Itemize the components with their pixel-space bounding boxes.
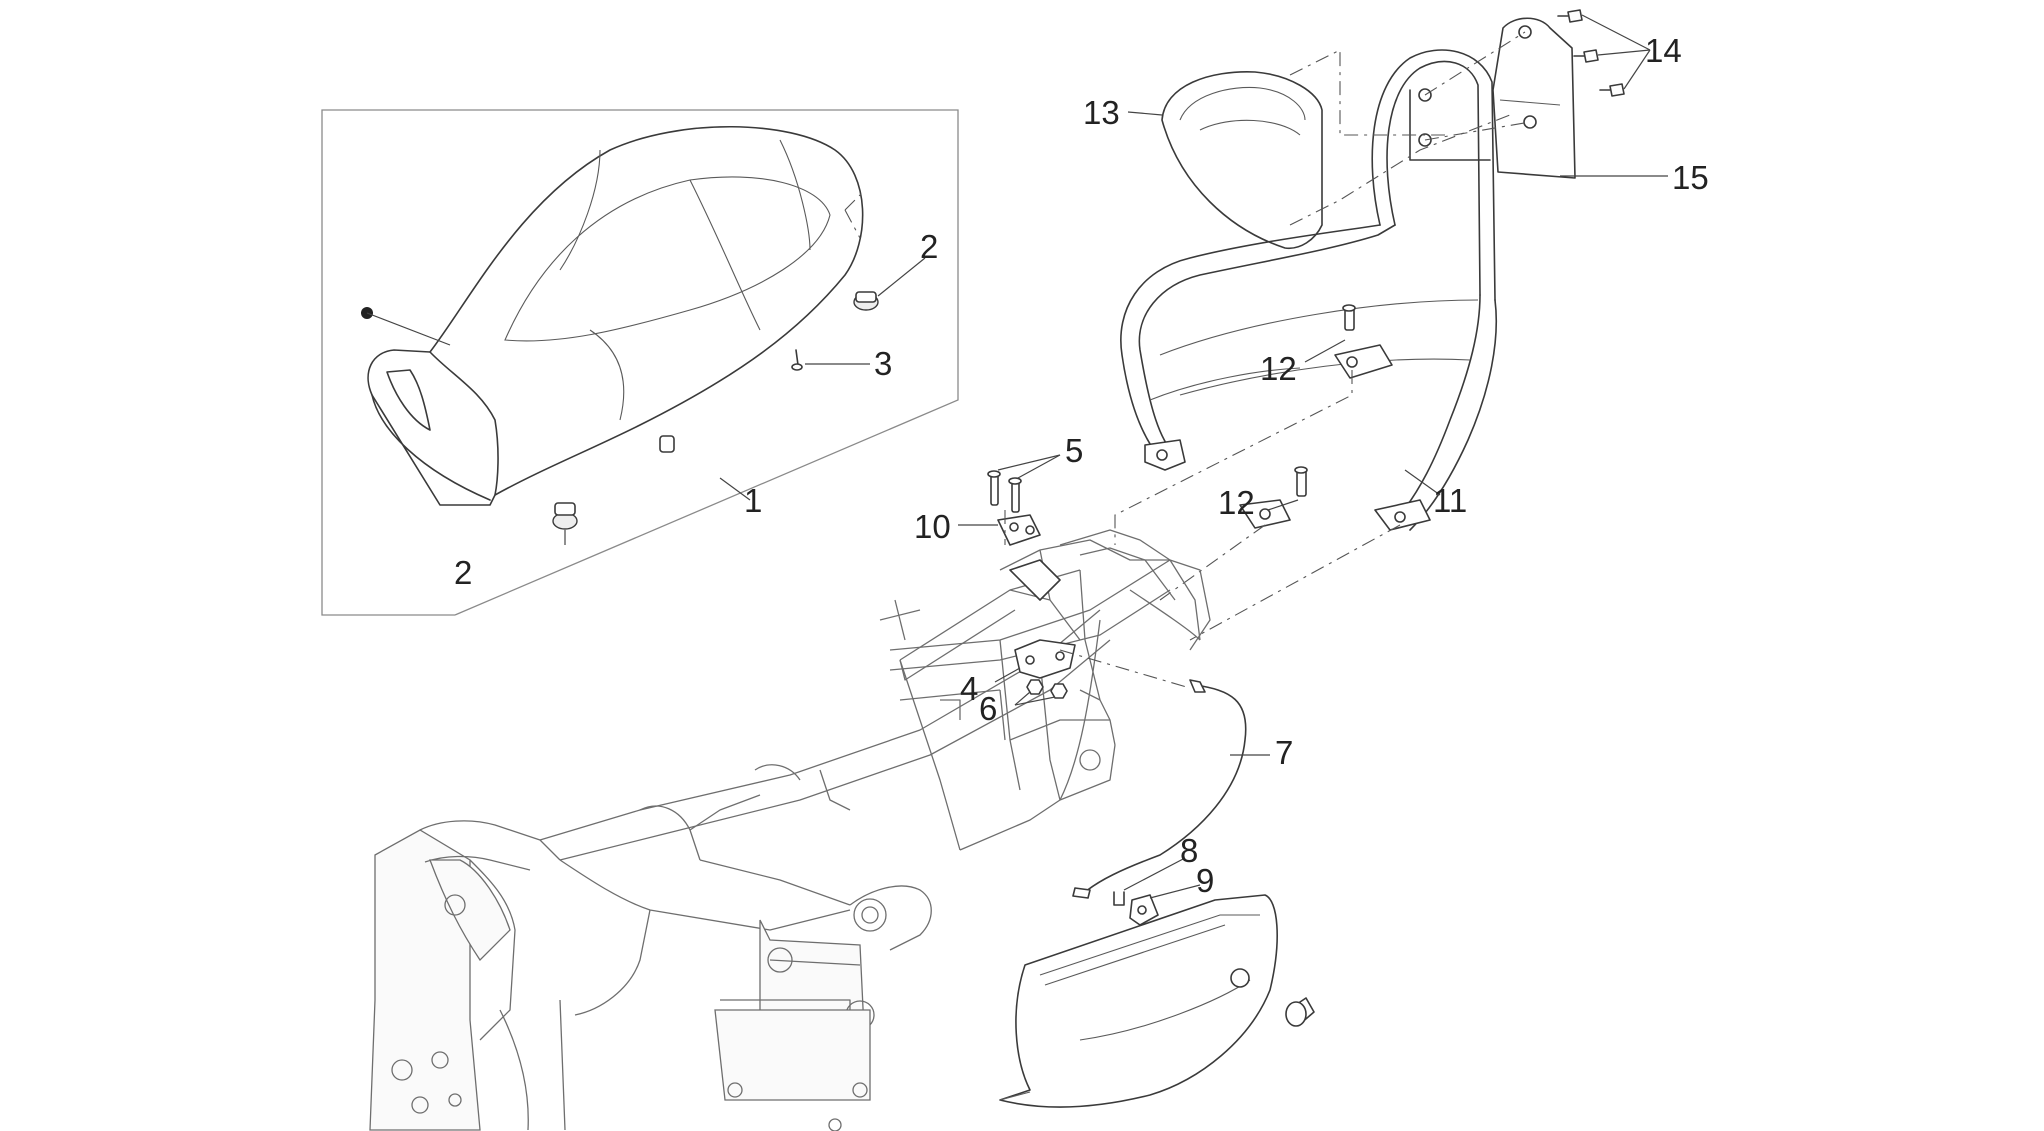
callout-13: 13 xyxy=(1083,94,1120,131)
motorcycle-frame xyxy=(369,529,1211,1131)
grommet-lower xyxy=(552,502,578,530)
callout-2-lower: 2 xyxy=(454,554,472,591)
nuts-6 xyxy=(1026,679,1068,699)
callout-9: 9 xyxy=(1196,862,1214,899)
callout-1: 1 xyxy=(744,482,762,519)
screw-3 xyxy=(791,349,803,371)
seat-bracket xyxy=(997,514,1061,601)
callout-12-lower: 12 xyxy=(1218,484,1255,521)
latch-plate xyxy=(1014,639,1076,679)
seat xyxy=(367,125,866,506)
callout-7: 7 xyxy=(1275,734,1293,771)
side-cover xyxy=(999,894,1278,1108)
bolts-5 xyxy=(987,470,1022,513)
callout-10: 10 xyxy=(914,508,951,545)
seat-kit-outline xyxy=(321,109,959,616)
callout-6: 6 xyxy=(979,690,997,727)
callout-4: 4 xyxy=(960,670,978,707)
grommet-upper xyxy=(853,291,879,311)
bolt-12-lower xyxy=(1294,466,1308,497)
cover-knob xyxy=(1285,997,1315,1027)
callout-8: 8 xyxy=(1180,832,1198,869)
callout-3: 3 xyxy=(874,345,892,382)
callout-2-upper: 2 xyxy=(920,228,938,265)
callout-11: 11 xyxy=(1433,482,1467,519)
bolt-12-upper xyxy=(1342,304,1356,331)
callout-15: 15 xyxy=(1672,159,1709,196)
callout-5: 5 xyxy=(1065,432,1083,469)
lock-bracket xyxy=(1129,894,1159,926)
callout-12-upper: 12 xyxy=(1260,350,1297,387)
bolts-14 xyxy=(1557,9,1625,97)
backrest-pad xyxy=(1161,71,1323,250)
callout-14: 14 xyxy=(1645,32,1682,69)
mounting-plate xyxy=(1492,17,1576,179)
cable-clip xyxy=(1113,891,1125,906)
seat-release-cable xyxy=(1072,679,1247,899)
